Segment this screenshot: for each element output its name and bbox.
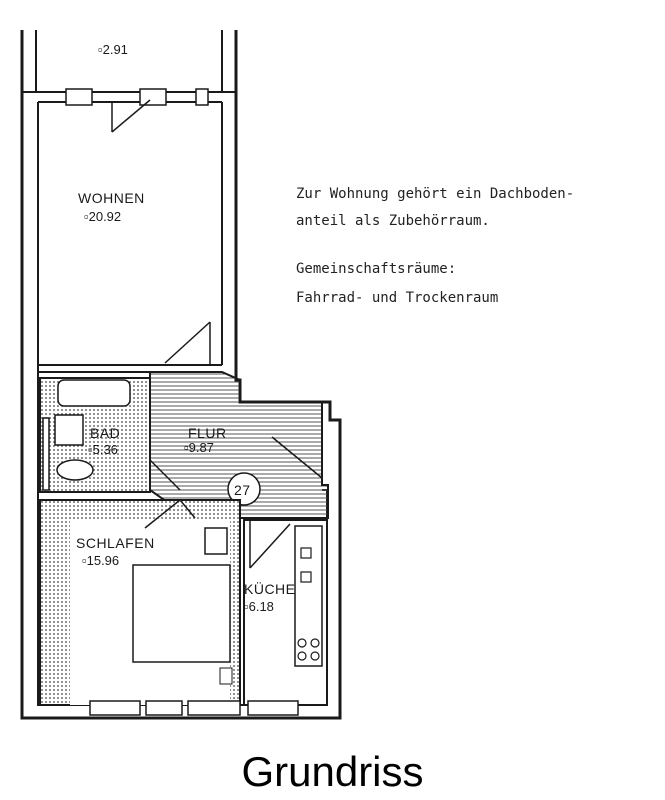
caption-grundriss: Grundriss [241,748,424,795]
schlafen-area: ▫15.96 [82,553,119,568]
room-schlafen [39,499,241,706]
note-line-2: anteil als Zubehörraum. [296,213,490,229]
floor-plan: ▫2.91 WOHNEN ▫20.92 BAD ▫5.36 FLUR ▫9.87… [20,30,342,720]
kueche-label: KÜCHE [244,580,296,597]
room-flur [149,371,329,519]
washbasin [54,414,84,446]
cupboard [204,527,228,555]
kueche-area: ▫6.18 [244,599,274,614]
balcony [20,30,238,92]
bad-label: BAD [90,425,120,441]
bottom-windows [89,700,299,716]
balcony-area: ▫2.91 [98,42,128,57]
flur-label: FLUR [188,425,227,441]
schlafen-label: SCHLAFEN [76,535,155,551]
top-windows [65,88,209,106]
room-bad [39,377,181,493]
wohnen-label: WOHNEN [78,190,145,206]
room-wohnen [38,321,222,373]
bed [132,564,231,663]
toilet [56,459,94,481]
flur-area: ▫9.87 [184,440,214,455]
bad-area: ▫5.36 [88,442,118,457]
note-line-4: Fahrrad- und Trockenraum [296,290,499,306]
wohnen-area: ▫20.92 [84,209,121,224]
room-kueche [243,519,328,706]
bathtub [57,379,131,407]
unit-number-circle [227,472,261,506]
unit-number: 27 [234,482,251,498]
stove [297,638,320,661]
note-line-1: Zur Wohnung gehört ein Dachboden- [296,186,575,202]
note-line-3: Gemeinschaftsräume: [296,261,457,277]
balcony-door [111,99,151,133]
